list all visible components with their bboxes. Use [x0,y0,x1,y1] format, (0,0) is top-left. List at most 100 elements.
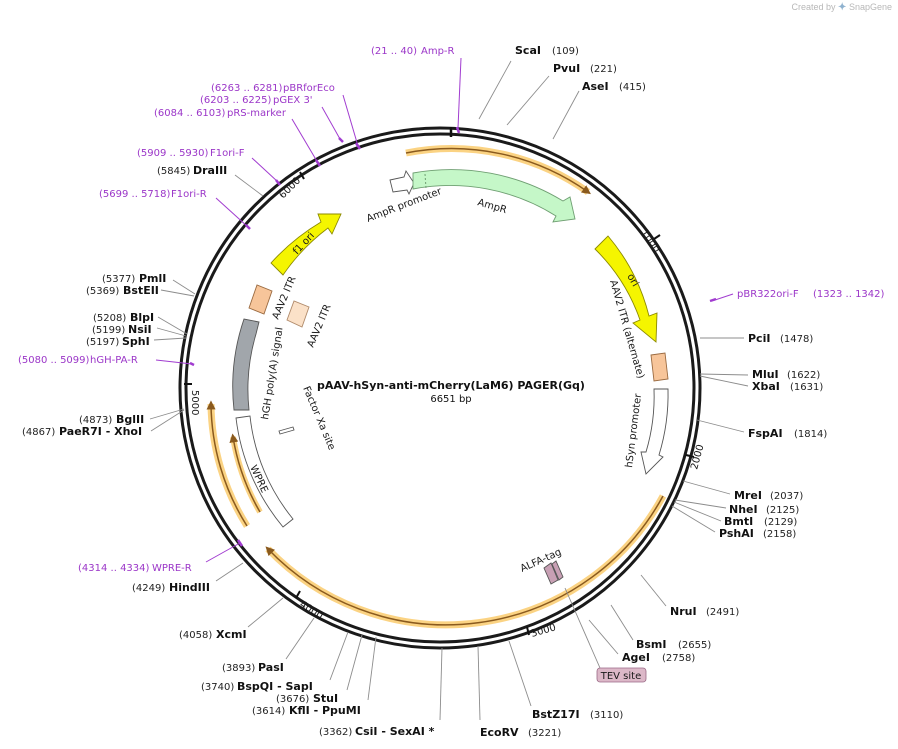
site-asei-name: AseI [582,80,609,93]
site-agei-pos: (2758) [662,653,695,664]
site-bstz17i-name: BstZ17I [532,708,580,721]
backbone-outer [178,126,702,650]
tick-6000: 6000 [277,175,303,201]
primer-ampr-range: (21 .. 40) [371,46,417,57]
site-bmti-pos: (2129) [764,517,797,528]
site-bmti-name: BmtI [724,515,753,528]
primer-hgh-range: (5080 .. 5099) [18,355,90,366]
primer-f1ori-f-name: F1ori-F [210,148,245,159]
tick-4000: 4000 [297,599,324,622]
site-xbai-name: XbaI [752,380,780,393]
site-bsteii-name: BstEII [123,284,159,297]
tev-site-badge [596,667,647,683]
site-pcii-name: PciI [748,332,770,345]
site-pasi-name: PasI [258,661,284,674]
primer-f1ori-f-range: (5909 .. 5930) [137,148,209,159]
site-bstz17i-pos: (3110) [590,710,623,721]
site-xcmi-name: XcmI [216,628,247,641]
snapgene-brand: Created by ✦ SnapGene [792,2,893,13]
primers: (21 .. 40) Amp-R (6263 .. 6281) pBRforEc… [18,46,885,574]
primer-pbrforeco-name: pBRforEco [283,83,335,94]
aav2-itr-right-feature [286,300,310,328]
factor-xa-label: Factor Xa site [300,385,337,452]
plasmid-title: pAAV-hSyn-anti-mCherry(LaM6) PAGER(Gq) [317,379,585,392]
site-paer7i-pos: (4867) [22,427,55,438]
snapgene-logo: ✦ [838,2,847,13]
site-bspqi-name: BspQI - SapI [237,680,313,693]
primer-pbr322-name: pBR322ori-F [737,289,799,300]
site-pshai-pos: (2158) [763,529,796,540]
site-mrei-pos: (2037) [770,491,803,502]
site-nhei-pos: (2125) [766,505,799,516]
hsyn-promoter-label: hSyn promoter [624,392,644,468]
site-nhei-name: NheI [729,503,758,516]
site-fspai-pos: (1814) [794,429,827,440]
site-pmli-pos: (5377) [102,274,135,285]
alfa-tag-feature [543,562,559,585]
site-bsteii-pos: (5369) [86,286,119,297]
aav2-itr-right-label: AAV2 ITR [306,303,334,349]
primer-wpre-range: (4314 .. 4334) [78,563,150,574]
tev-site-label: TEV site [600,671,642,682]
site-pvui-name: PvuI [553,62,580,75]
site-csii-name: CsiI - SexAI * [355,725,435,738]
site-stui-pos: (3676) [276,694,309,705]
site-paer7i-name: PaeR7I - XhoI [59,425,142,438]
site-mlui-pos: (1622) [787,370,820,381]
orf-arcs [206,145,667,629]
site-fspai-name: FspAI [748,427,783,440]
primer-wpre-name: WPRE-R [152,563,192,574]
primer-pbrforeco-range: (6263 .. 6281) [211,83,283,94]
hgh-polya-label: hGH poly(A) signal [260,327,285,421]
site-asei-pos: (415) [619,82,646,93]
f1-ori-feature [270,213,342,276]
primer-hgh-name: hGH-PA-R [90,355,138,366]
site-pasi-pos: (3893) [222,663,255,674]
site-nsii-name: NsiI [128,323,152,336]
site-pvui-pos: (221) [590,64,617,75]
site-hindiii-name: HindIII [169,581,210,594]
site-nrui-name: NruI [670,605,697,618]
site-mrei-name: MreI [734,489,762,502]
site-kfli-name: KflI - PpuMI [289,704,361,717]
primer-f1ori-r-name: F1ori-R [171,189,207,200]
site-blpi-pos: (5208) [93,313,126,324]
primer-f1ori-r-range: (5699 .. 5718) [99,189,171,200]
site-pshai-name: PshAI [719,527,754,540]
aav2-itr-left-feature [248,284,273,315]
site-agei-name: AgeI [622,651,650,664]
site-pcii-pos: (1478) [780,334,813,345]
factor-xa-feature [278,426,295,435]
site-nsii-pos: (5199) [92,325,125,336]
tick-1000: 1000 [638,228,661,255]
site-mlui-name: MluI [752,368,779,381]
brand-name: SnapGene [848,2,892,12]
primer-pgex-name: pGEX 3' [273,95,313,106]
site-stui-name: StuI [313,692,338,705]
site-scai-pos: (109) [552,46,579,57]
restriction-sites-right: ScaI (109) PvuI (221) AseI (415) PciI (1… [477,44,827,739]
wpre-feature [235,415,294,528]
plasmid-size: 6651 bp [430,394,471,405]
site-bsmi-name: BsmI [636,638,667,651]
site-bspqi-pos: (3740) [201,682,234,693]
site-hindiii-pos: (4249) [132,583,165,594]
site-ecorv-name: EcoRV [480,726,519,739]
ampr-promoter-feature [389,169,415,196]
site-xbai-pos: (1631) [790,382,823,393]
hsyn-promoter-feature [640,388,669,475]
hgh-polya-feature [232,318,260,411]
tick-5000: 5000 [189,390,200,415]
ampr-label: AmpR [476,197,508,216]
site-draiii-name: DraIII [193,164,227,177]
primer-pbr322-range: (1323 .. 1342) [813,289,885,300]
ori-feature [594,235,658,343]
site-blpi-name: BlpI [130,311,154,324]
site-ecorv-pos: (3221) [528,728,561,739]
site-bsmi-pos: (2655) [678,640,711,651]
site-bglii-name: BglII [116,413,144,426]
site-kfli-pos: (3614) [252,706,285,717]
brand-prefix: Created by [791,2,836,12]
backbone-inner [184,132,696,644]
